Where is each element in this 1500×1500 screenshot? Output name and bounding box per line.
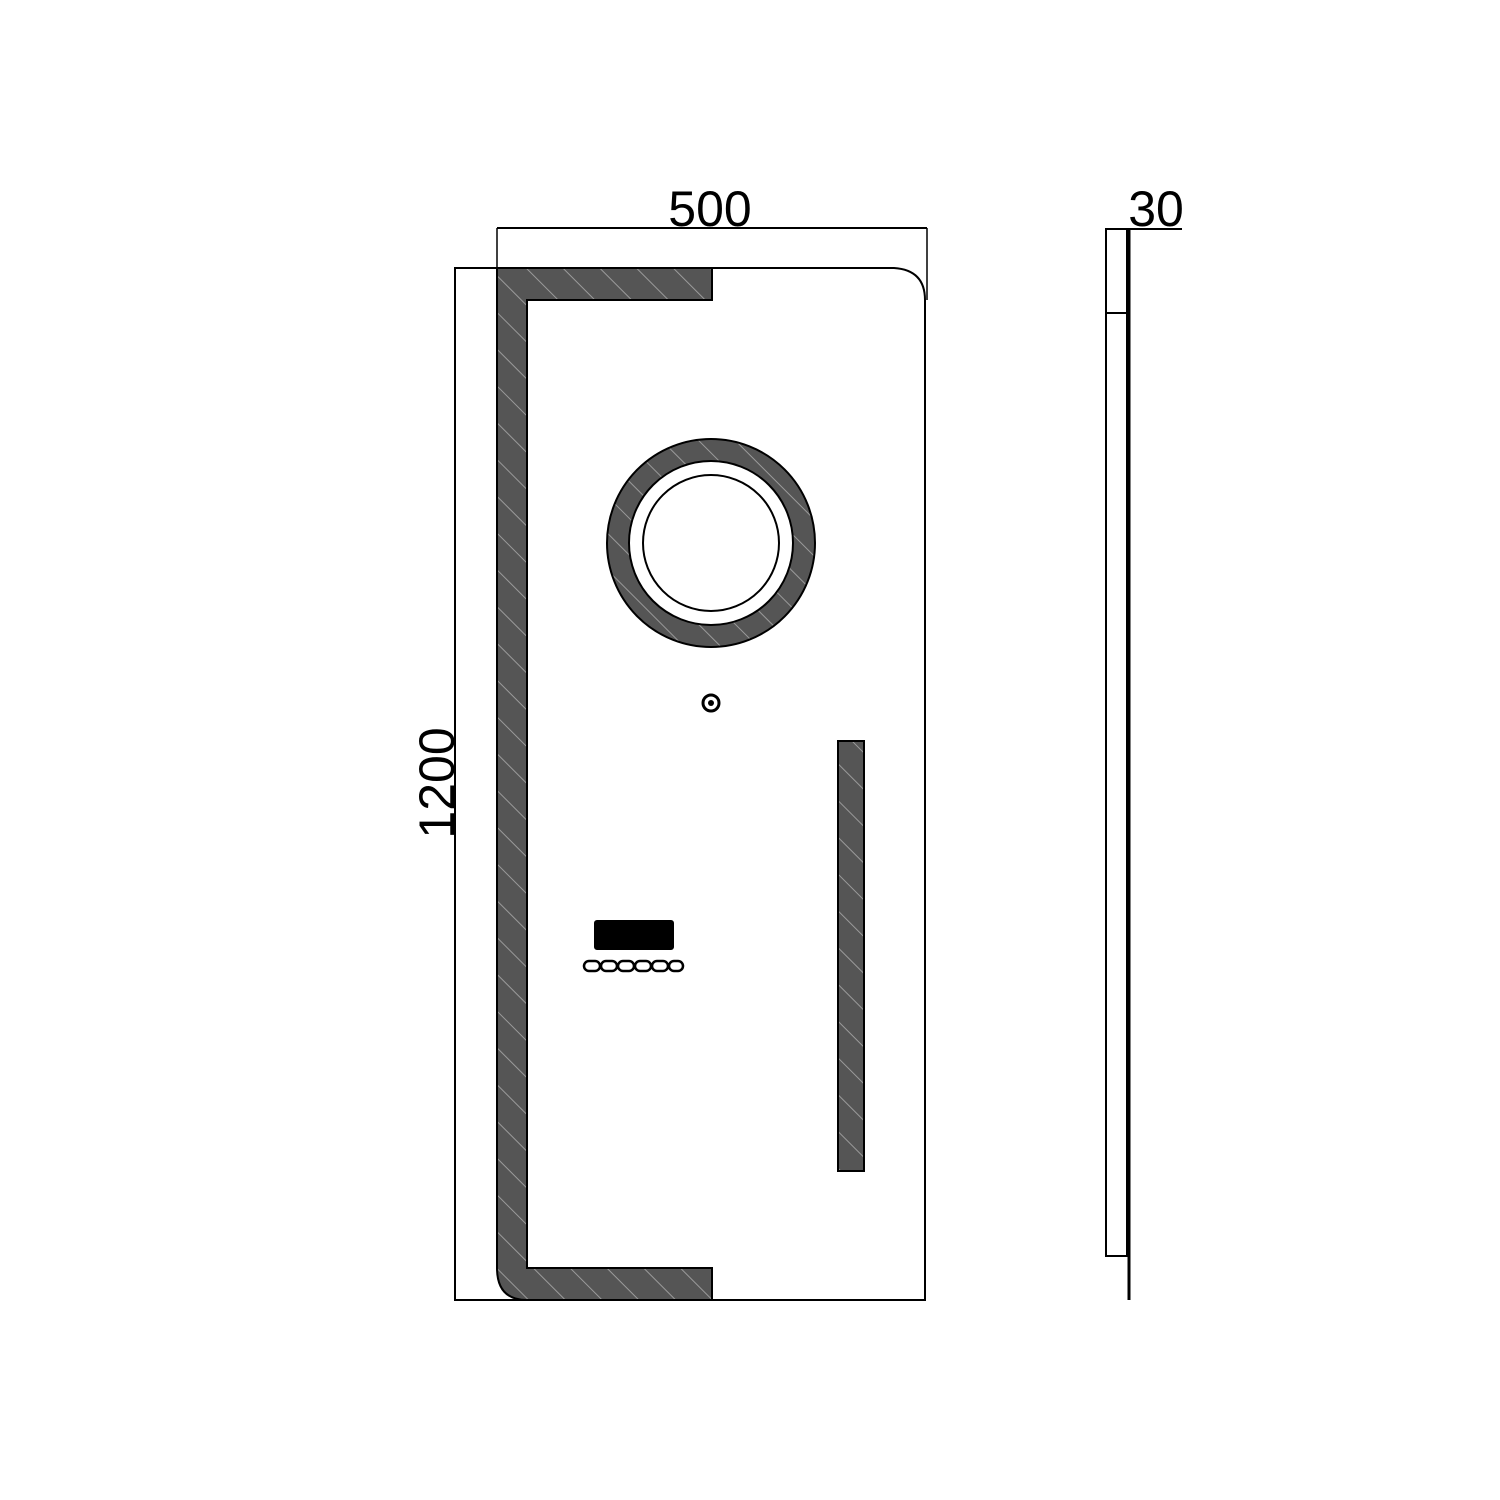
- touch-sensor-icon: [701, 693, 721, 713]
- round-magnifier-mirror: [606, 438, 816, 648]
- led-strip-c-shape: [496, 267, 713, 1301]
- depth-dimension: 30: [1105, 181, 1184, 240]
- depth-dimension-label: 30: [1128, 181, 1184, 237]
- height-dimension: 1200: [409, 727, 465, 838]
- side-profile-body: [1105, 228, 1128, 1257]
- height-dimension-label: 1200: [409, 727, 465, 838]
- width-dimension: 500: [496, 181, 928, 300]
- front-view: 500 1200: [409, 181, 928, 1301]
- led-strip-vertical: [837, 740, 865, 1172]
- digital-display-icon: [594, 920, 674, 950]
- width-dimension-label: 500: [668, 181, 751, 237]
- mirror-outline: [454, 267, 926, 1301]
- side-view: 30: [1105, 181, 1184, 1300]
- touch-buttons-icon: [582, 959, 685, 973]
